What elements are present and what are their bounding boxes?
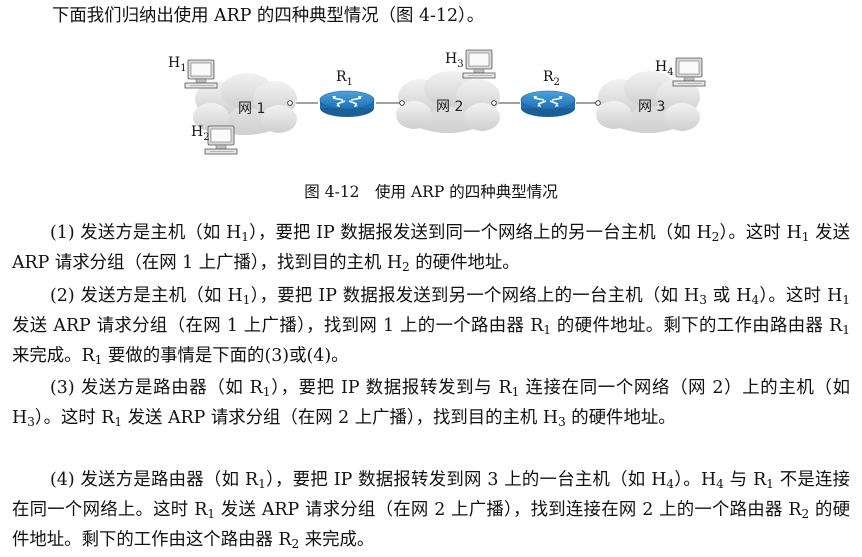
- subscript: 3: [558, 415, 566, 430]
- paragraph-text-run: 不是连接在同一个网络上。这时 R: [12, 470, 851, 520]
- network-2-label: 网 2: [436, 99, 463, 115]
- subscript: 1: [842, 293, 851, 308]
- intro-text: 下面我们归纳出使用 ARP 的四种典型情况（图 4-12）。: [52, 6, 485, 26]
- subscript: 3: [699, 293, 707, 308]
- subscript: 1: [242, 293, 251, 308]
- paragraph-text-run: ）。这时 R: [34, 408, 115, 428]
- paragraph-text-run: ），要把 IP 数据报转发到与 R: [270, 378, 512, 398]
- network-3-label: 网 3: [638, 99, 665, 115]
- host-h2-label: H2: [191, 124, 210, 143]
- subscript: 1: [511, 385, 520, 400]
- network-1-label: 网 1: [238, 101, 265, 117]
- paragraph-text-run: 的硬件地址。: [565, 408, 676, 428]
- subscript: 1: [258, 477, 266, 492]
- paragraph-text-run: (1) 发送方是主机（如 H: [50, 223, 242, 243]
- paragraph-text-run: 发送 ARP 请求分组（在网 1 上广播），找到目的主机 H: [12, 223, 851, 273]
- paragraph-text-run: ）。这时 H: [759, 286, 843, 306]
- host-h2-icon: [204, 125, 238, 155]
- subscript: 3: [27, 415, 35, 430]
- subscript: 1: [262, 385, 271, 400]
- router-r2-icon: [520, 90, 576, 118]
- paragraph-text-run: (4) 发送方是路由器（如 R: [50, 470, 259, 490]
- figure-caption: 图 4-12 使用 ARP 的四种典型情况: [304, 183, 558, 201]
- subscript: 1: [207, 507, 216, 522]
- paragraph-text-run: 发送 ARP 请求分组（在网 2 上广播），找到目的主机 H: [122, 408, 559, 428]
- subscript: 1: [114, 415, 123, 430]
- router-r1-label: R1: [336, 69, 353, 88]
- paragraph-text-run: 发送 ARP 请求分组（在网 1 上广播），找到网 1 上的一个路由器 R: [12, 316, 544, 336]
- paragraph-text-run: 与 R: [723, 470, 767, 490]
- paragraph-text-run: ）。这时 H: [719, 223, 802, 243]
- router-r2-label: R2: [543, 69, 560, 88]
- paragraph-text-run: 发送 ARP 请求分组（在网 2 上广播），找到连接在网 2 上的一个路由器 R: [215, 500, 802, 520]
- paragraph-text-run: 要做的事情是下面的(3)或(4)。: [102, 346, 349, 366]
- paragraph-text-run: ），要把 IP 数据报发送到另一个网络上的一台主机（如 H: [250, 286, 700, 306]
- paragraph-text-run: 的硬件地址。: [409, 253, 520, 273]
- paragraph-text-run: (2) 发送方是主机（如 H: [50, 286, 243, 306]
- host-h1-label: H1: [168, 55, 187, 74]
- subscript: 4: [716, 477, 724, 492]
- paragraph-text-run: (3) 发送方是路由器（如 R: [50, 378, 263, 398]
- host-h3-icon: [462, 49, 496, 79]
- case-3-paragraph: (3) 发送方是路由器（如 R1），要把 IP 数据报转发到与 R1 连接在同一…: [12, 373, 850, 433]
- paragraph-text-run: ）。H: [674, 470, 717, 490]
- paragraph-text-run: 连接在同一个网络（网 2）上的主机（如 H: [12, 378, 850, 428]
- paragraph-text-run: ），要把 IP 数据报转发到网 3 上的一台主机（如 H: [265, 470, 667, 490]
- paragraph-text-run: 的硬件地址。剩下的工作由路由器 R: [551, 316, 843, 336]
- subscript: 1: [94, 353, 103, 368]
- subscript: 2: [801, 507, 810, 522]
- paragraph-text-run: 来完成。: [299, 530, 375, 550]
- paragraph-text-run: 来完成。R: [12, 346, 95, 366]
- arp-figure: 网 1 网 2 网 3 H1 H2 H3 H4 R1 R2: [168, 49, 706, 155]
- subscript: 2: [291, 537, 300, 552]
- subscript: 1: [842, 323, 850, 338]
- subscript: 1: [241, 230, 250, 245]
- subscript: 4: [751, 293, 760, 308]
- case-2-paragraph: (2) 发送方是主机（如 H1），要把 IP 数据报发送到另一个网络上的一台主机…: [12, 281, 850, 371]
- host-h1-icon: [184, 59, 218, 89]
- subscript: 2: [402, 260, 410, 275]
- paragraph-text-run: 或 H: [706, 286, 752, 306]
- subscript: 1: [766, 477, 774, 492]
- paragraph-text-run: ），要把 IP 数据报发送到同一个网络上的另一台主机（如 H: [249, 223, 712, 243]
- subscript: 4: [666, 477, 675, 492]
- paragraph-text-run: 的硬件地址。剩下的工作由这个路由器 R: [12, 500, 851, 550]
- router-r1-icon: [319, 90, 375, 118]
- host-h3-label: H3: [445, 51, 464, 70]
- case-1-paragraph: (1) 发送方是主机（如 H1），要把 IP 数据报发送到同一个网络上的另一台主…: [12, 218, 850, 278]
- subscript: 2: [711, 230, 720, 245]
- host-h4-label: H4: [655, 59, 674, 78]
- host-h4-icon: [672, 57, 706, 87]
- subscript: 1: [543, 323, 552, 338]
- subscript: 1: [801, 230, 810, 245]
- case-4-paragraph: (4) 发送方是路由器（如 R1），要把 IP 数据报转发到网 3 上的一台主机…: [12, 465, 850, 555]
